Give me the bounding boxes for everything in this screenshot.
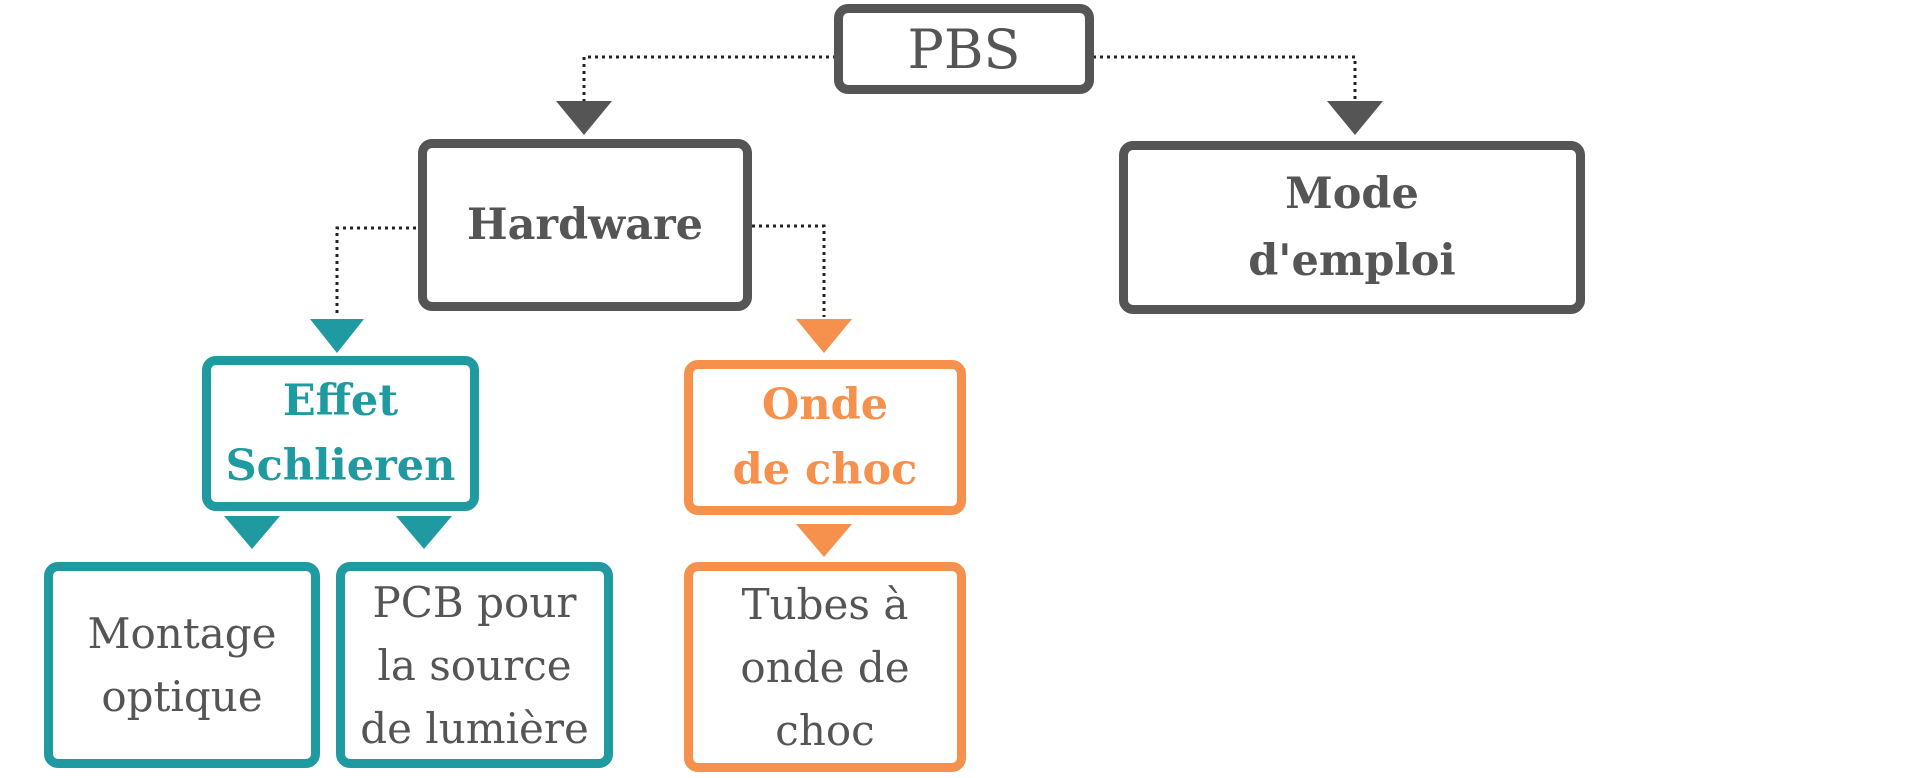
arrow-head-mode bbox=[1327, 101, 1383, 135]
node-pbs: PBS bbox=[834, 4, 1094, 94]
arrow-head-effet bbox=[310, 319, 364, 353]
node-hardware: Hardware bbox=[418, 139, 752, 311]
arrow-head-tubes bbox=[796, 524, 852, 557]
node-montage-optique-label: Montage optique bbox=[87, 609, 277, 721]
node-effet-schlieren: Effet Schlieren bbox=[202, 356, 479, 511]
connector-root-hardware bbox=[582, 55, 843, 105]
arrow-head-pcb bbox=[396, 516, 452, 549]
node-mode-emploi: Mode d'emploi bbox=[1119, 141, 1585, 314]
connector-hardware-effet bbox=[335, 226, 423, 317]
node-pbs-label: PBS bbox=[907, 17, 1021, 81]
connector-root-mode bbox=[1093, 55, 1357, 105]
arrow-head-hardware bbox=[556, 101, 612, 135]
node-tubes-onde-de-choc: Tubes à onde de choc bbox=[684, 562, 966, 772]
arrow-head-onde bbox=[796, 319, 852, 353]
node-onde-de-choc-label: Onde de choc bbox=[732, 380, 918, 495]
node-mode-emploi-label: Mode d'emploi bbox=[1248, 168, 1456, 286]
node-onde-de-choc: Onde de choc bbox=[684, 360, 966, 515]
node-effet-schlieren-label: Effet Schlieren bbox=[225, 376, 456, 491]
node-hardware-label: Hardware bbox=[466, 200, 704, 250]
node-montage-optique: Montage optique bbox=[44, 562, 320, 768]
arrow-head-montage bbox=[224, 516, 280, 549]
connector-hardware-onde bbox=[745, 224, 826, 317]
node-tubes-onde-de-choc-label: Tubes à onde de choc bbox=[740, 579, 910, 755]
node-pcb-source-lumiere-label: PCB pour la source de lumière bbox=[360, 577, 589, 753]
node-pcb-source-lumiere: PCB pour la source de lumière bbox=[336, 562, 613, 768]
